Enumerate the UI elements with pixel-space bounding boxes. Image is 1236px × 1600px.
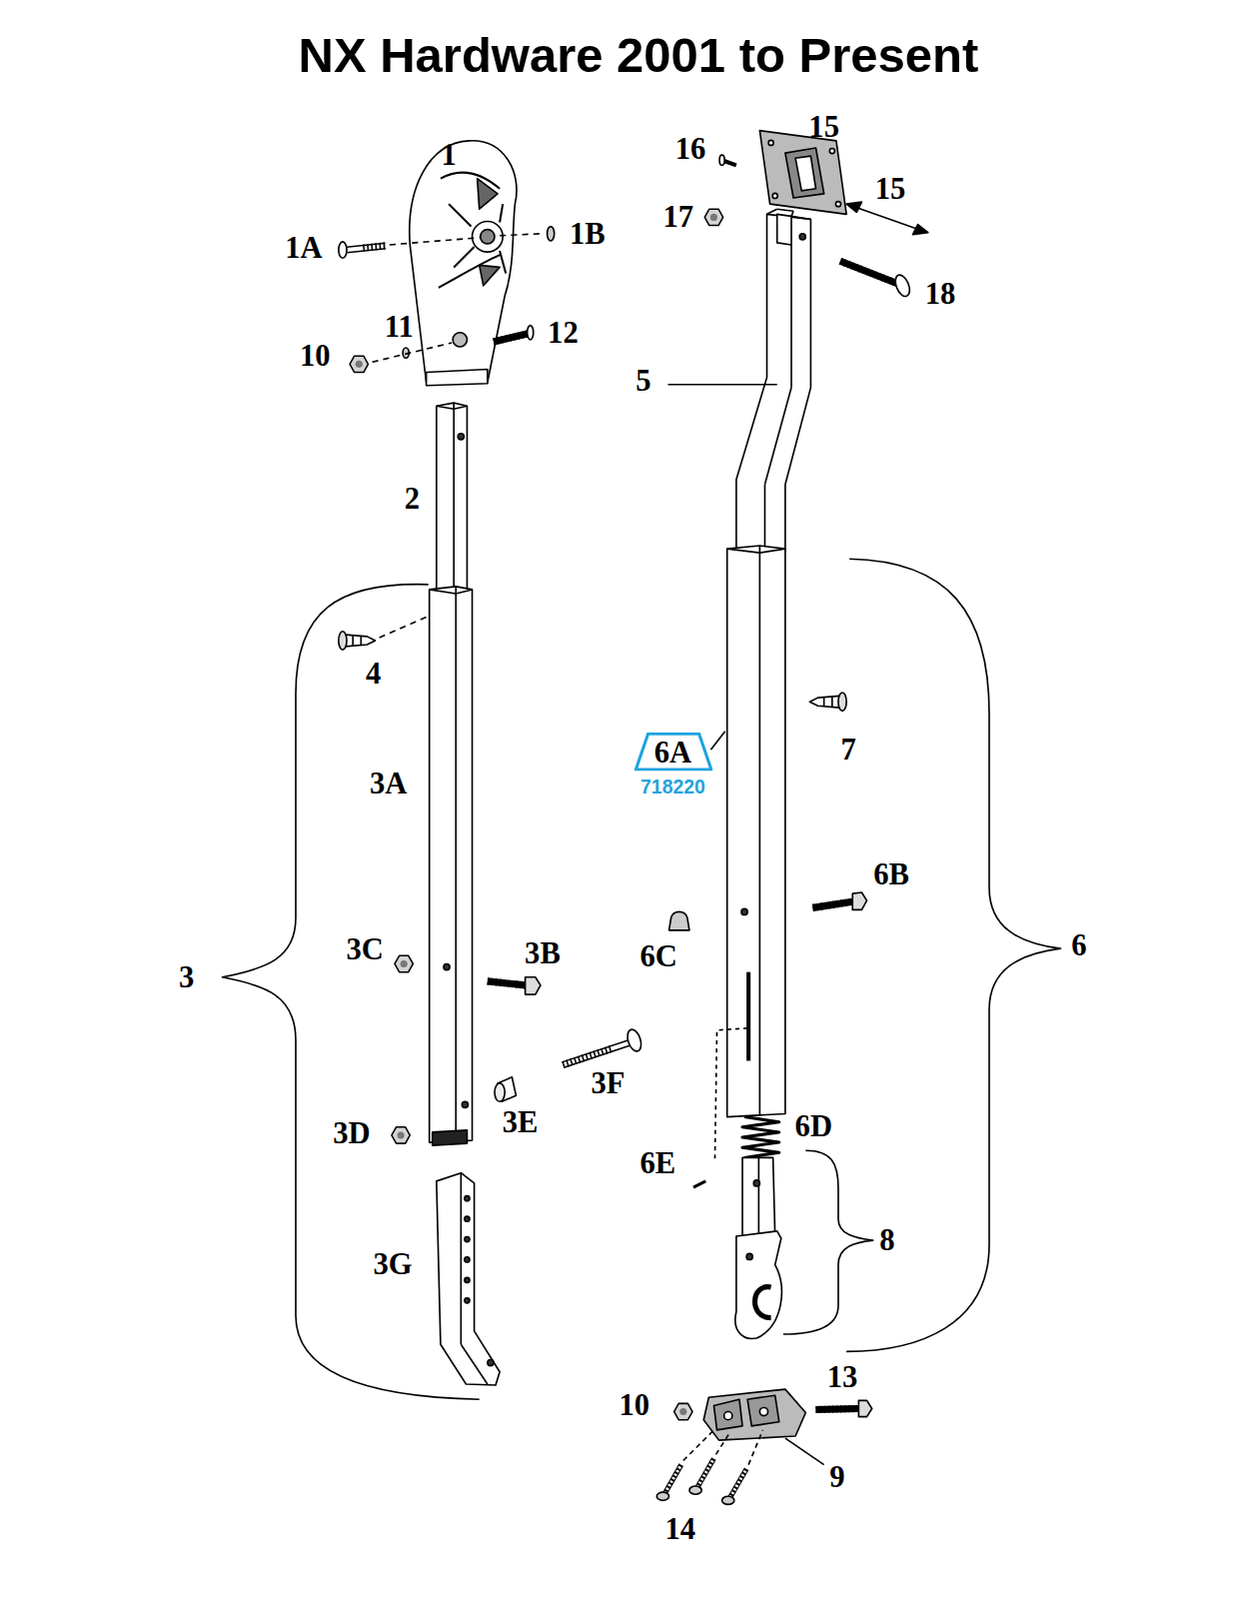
callout-number: 8 bbox=[879, 1225, 895, 1256]
callout-number: 14 bbox=[664, 1513, 696, 1545]
part-number: 718220 bbox=[633, 777, 712, 797]
callout-number: 6 bbox=[1071, 930, 1087, 962]
callout-number: 1B bbox=[569, 217, 606, 249]
callout-number: 6A bbox=[633, 732, 712, 772]
callout-number: 3G bbox=[373, 1247, 413, 1279]
callout-number: 6D bbox=[795, 1110, 833, 1142]
callout-number: 6B bbox=[873, 858, 910, 890]
callout-number: 6C bbox=[639, 940, 677, 972]
callout-number: 1A bbox=[284, 232, 322, 264]
callout-number: 18 bbox=[925, 278, 957, 310]
callout-number: 10 bbox=[299, 340, 331, 372]
callout-number: 3E bbox=[502, 1106, 539, 1138]
callout-number: 16 bbox=[675, 133, 707, 165]
callout-number: 1 bbox=[440, 139, 456, 171]
callout-number: 3C bbox=[346, 934, 384, 966]
callout-number: 5 bbox=[635, 364, 651, 396]
callout-number: 6E bbox=[639, 1147, 676, 1179]
callout-number: 15 bbox=[875, 173, 907, 205]
part-number-tag: 6A 718220 bbox=[633, 732, 712, 797]
callout-number: 11 bbox=[384, 310, 414, 342]
callout-number: 15 bbox=[808, 110, 840, 142]
callout-number: 3B bbox=[524, 938, 561, 970]
callout-number: 3D bbox=[332, 1118, 370, 1150]
callout-number: 4 bbox=[365, 657, 381, 689]
callout-number: 12 bbox=[547, 316, 579, 348]
callout-number: 2 bbox=[404, 483, 420, 515]
callout-number: 10 bbox=[619, 1388, 651, 1420]
callout-number: 3 bbox=[178, 961, 194, 993]
callout-number: 9 bbox=[829, 1461, 845, 1493]
callout-number: 7 bbox=[841, 734, 857, 766]
diagram-title: NX Hardware 2001 to Present bbox=[298, 31, 980, 81]
callout-number: 17 bbox=[662, 200, 694, 232]
callout-number: 13 bbox=[827, 1361, 859, 1393]
callout-number: 3F bbox=[590, 1068, 625, 1100]
callout-number: 3A bbox=[369, 768, 407, 800]
